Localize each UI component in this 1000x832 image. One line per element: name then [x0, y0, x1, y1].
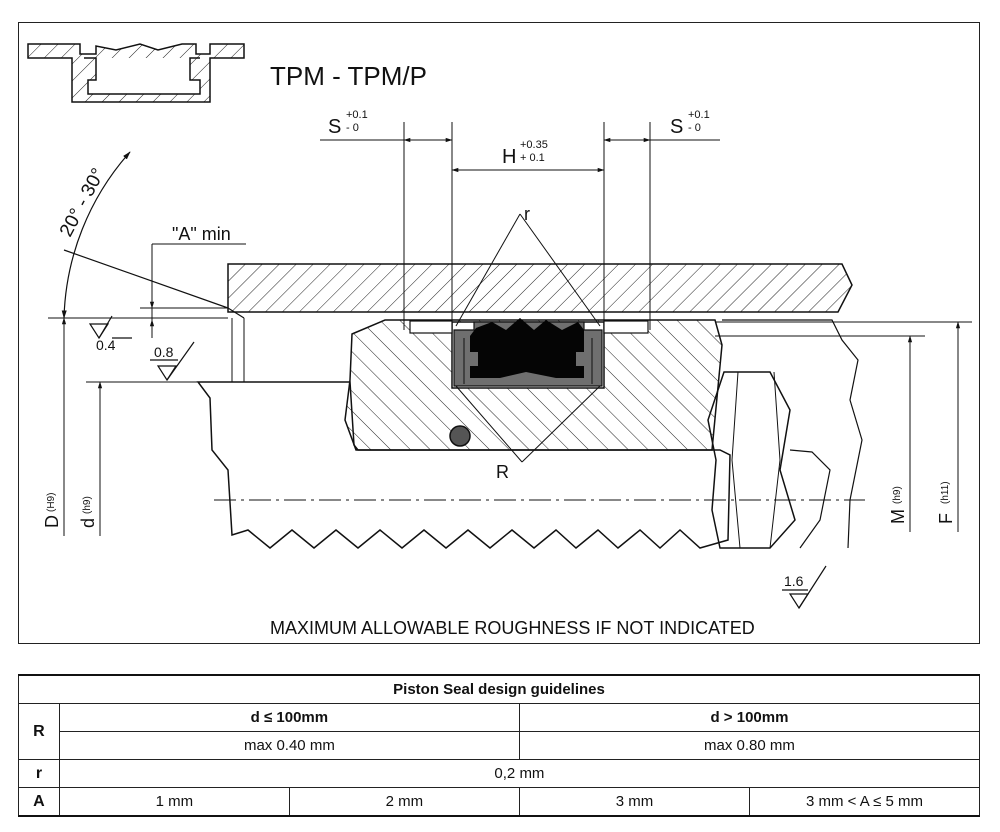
piston-seal	[453, 318, 603, 387]
r-label: r	[524, 204, 530, 224]
S-left-tol-lower: - 0	[346, 122, 359, 134]
R-label: R	[496, 462, 509, 482]
D-fit-label: (H9)	[46, 493, 57, 512]
angle-arc	[61, 151, 131, 319]
S-left-label: S	[328, 116, 341, 138]
roughness-symbol-1-6	[782, 565, 827, 610]
table-title: Piston Seal design guidelines	[18, 674, 980, 704]
roughness-symbol-0-8	[150, 341, 195, 382]
d-fit-label: (h9)	[82, 496, 93, 514]
S-right-label: S	[670, 116, 683, 138]
S-right-tol-upper: +0.1	[688, 109, 710, 121]
col-header-large: d > 100mm	[518, 703, 981, 732]
cell-R-large: max 0.80 mm	[518, 731, 981, 760]
roughness-footnote: MAXIMUM ALLOWABLE ROUGHNESS IF NOT INDIC…	[270, 618, 755, 638]
F-fit-label: (h11)	[940, 481, 951, 504]
drawing-title: TPM - TPM/P	[270, 61, 427, 91]
H-label: H	[502, 146, 516, 168]
roughness-0-4-label: 0.4	[96, 337, 116, 353]
cell-A-2: 2 mm	[288, 787, 520, 817]
cell-A-1: 1 mm	[58, 787, 290, 817]
row-label-R: R	[18, 703, 60, 760]
row-label-r: r	[18, 759, 60, 788]
cell-A-4: 3 mm < A ≤ 5 mm	[748, 787, 981, 817]
cell-r-value: 0,2 mm	[58, 759, 981, 788]
drawing-frame	[18, 22, 980, 644]
row-label-A: A	[18, 787, 60, 817]
roughness-symbol-0-4	[88, 315, 132, 340]
seal-drawing: TPM - TPM/P 20° - 30° "A" min	[27, 43, 972, 638]
o-ring	[449, 425, 471, 447]
right-land	[603, 320, 649, 334]
H-tol-lower: + 0.1	[520, 152, 545, 164]
col-header-small: d ≤ 100mm	[58, 703, 520, 732]
cylinder-wall	[227, 263, 853, 313]
lock-nut	[707, 371, 796, 549]
piston-rod-outline	[196, 381, 731, 550]
cell-A-3: 3 mm	[518, 787, 750, 817]
M-label: M	[888, 509, 908, 524]
left-land	[409, 320, 453, 334]
S-left-tol-upper: +0.1	[346, 109, 368, 121]
seal-profile-icon	[27, 43, 245, 103]
S-right-tol-lower: - 0	[688, 122, 701, 134]
d-label: d	[78, 518, 98, 528]
D-label: D	[42, 515, 62, 528]
cell-R-small: max 0.40 mm	[58, 731, 520, 760]
A-min-label: "A" min	[172, 224, 231, 244]
M-fit-label: (h9)	[892, 486, 903, 504]
H-tol-upper: +0.35	[520, 139, 548, 151]
roughness-0-8-label: 0.8	[154, 344, 174, 360]
design-guidelines-table: Piston Seal design guidelines R d ≤ 100m…	[18, 674, 981, 817]
roughness-1-6-label: 1.6	[784, 573, 804, 589]
F-label: F	[936, 513, 956, 524]
